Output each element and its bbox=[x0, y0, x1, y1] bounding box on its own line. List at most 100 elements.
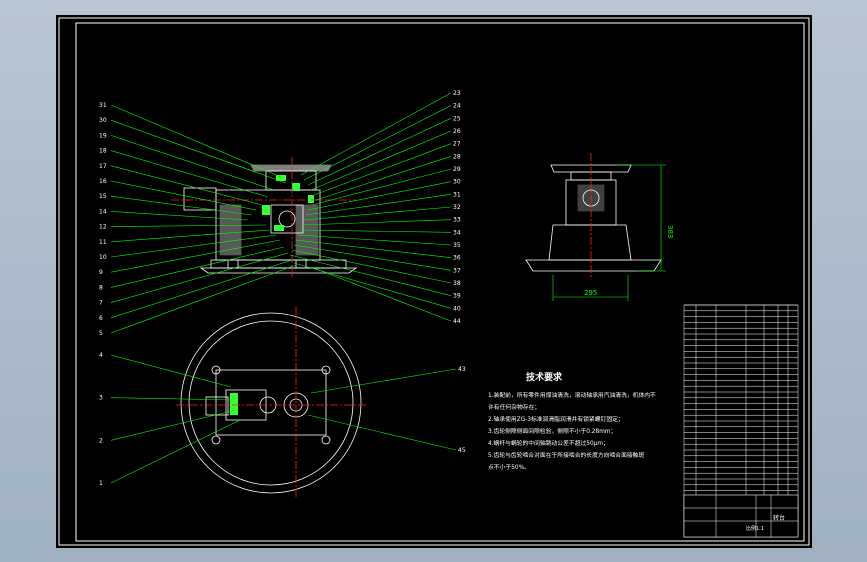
leader-line bbox=[110, 234, 277, 258]
leader-line bbox=[110, 397, 235, 401]
part-number-label: 40 bbox=[453, 305, 461, 312]
tech-req-item: 许有任何杂物存在； bbox=[488, 403, 540, 411]
leader-line bbox=[110, 259, 293, 319]
title-block-name: 转台 bbox=[773, 514, 785, 522]
front-centerlines bbox=[171, 157, 356, 277]
height-dimension-label: 383 bbox=[666, 225, 674, 238]
leader-line bbox=[307, 181, 452, 211]
leader-line bbox=[110, 150, 269, 198]
front-view-highlights bbox=[262, 175, 314, 231]
part-number-label: 3 bbox=[99, 395, 103, 402]
part-number-label: 2 bbox=[99, 437, 103, 444]
part-number-label: 31 bbox=[453, 191, 461, 198]
tech-req-title: 技术要求 bbox=[526, 371, 563, 383]
front-section-view bbox=[183, 164, 358, 274]
leader-line bbox=[301, 219, 452, 226]
part-number-label: 9 bbox=[99, 269, 103, 276]
leader-line bbox=[110, 224, 267, 227]
leader-line bbox=[310, 266, 452, 322]
part-number-label: 34 bbox=[453, 229, 461, 236]
leader-line bbox=[110, 419, 241, 484]
leader-line bbox=[293, 244, 452, 271]
title-block bbox=[683, 494, 799, 538]
part-number-label: 38 bbox=[453, 280, 461, 287]
part-number-label: 1 bbox=[99, 480, 103, 487]
leader-lines-top-right: 43 45 bbox=[307, 366, 466, 454]
leader-line bbox=[110, 229, 271, 243]
side-dimensions bbox=[552, 164, 666, 301]
leader-line bbox=[110, 165, 263, 206]
title-block-scale: 比例1:1 bbox=[746, 525, 764, 532]
leader-line bbox=[300, 92, 452, 176]
inner-frame bbox=[75, 22, 805, 542]
part-number-label: 31 bbox=[99, 102, 107, 109]
part-number-label: 45 bbox=[458, 447, 466, 454]
outer-frame bbox=[58, 17, 810, 546]
leader-line bbox=[110, 135, 275, 191]
part-number-label: 25 bbox=[453, 115, 461, 122]
tech-req-item: 点不小于50%。 bbox=[488, 463, 530, 471]
part-number-label: 30 bbox=[453, 179, 461, 186]
top-view bbox=[180, 312, 362, 494]
leader-line bbox=[110, 264, 297, 334]
part-number-label: 4 bbox=[99, 352, 103, 359]
part-number-label: 15 bbox=[99, 193, 107, 200]
part-number-label: 39 bbox=[453, 293, 461, 300]
leader-line bbox=[303, 206, 452, 221]
part-number-label: 36 bbox=[453, 255, 461, 262]
leader-line bbox=[291, 249, 452, 284]
tech-req-item: 5.齿轮与齿轮啮合对面在于所接啮合的长度方向啮合面接触斑 bbox=[488, 451, 644, 459]
leader-line bbox=[110, 246, 285, 288]
tech-req-item: 2.轴承使用ZG-3标准润滑脂润滑并有锁紧螺钉固定； bbox=[488, 415, 624, 423]
leader-line bbox=[315, 156, 452, 201]
part-number-label: 5 bbox=[99, 330, 103, 337]
leader-line bbox=[110, 409, 237, 441]
part-number-label: 16 bbox=[99, 178, 107, 185]
leader-line bbox=[110, 104, 282, 178]
part-number-label: 29 bbox=[453, 166, 461, 173]
part-number-label: 18 bbox=[99, 148, 107, 155]
leader-line bbox=[110, 252, 289, 303]
part-number-label: 43 bbox=[458, 366, 466, 373]
leader-line bbox=[110, 239, 281, 273]
part-number-label: 6 bbox=[99, 315, 103, 322]
leader-lines-top-left: 4 3 2 1 bbox=[99, 352, 241, 487]
part-number-label: 7 bbox=[99, 300, 103, 307]
part-number-label: 33 bbox=[453, 217, 461, 224]
part-number-label: 35 bbox=[453, 242, 461, 249]
part-number-label: 10 bbox=[99, 254, 107, 261]
width-dimension-label: 295 bbox=[584, 289, 597, 297]
leader-line bbox=[307, 118, 452, 186]
tech-req-item: 4.蜗杆与蜗轮的中间轴跳动公差不超过50μm； bbox=[488, 439, 609, 447]
leader-line bbox=[110, 211, 249, 221]
part-number-label: 11 bbox=[99, 239, 107, 246]
leader-line bbox=[299, 229, 452, 233]
leader-line bbox=[305, 194, 452, 216]
part-number-label: 17 bbox=[99, 163, 107, 170]
leader-line bbox=[307, 414, 457, 451]
leader-line bbox=[311, 168, 452, 206]
part-number-label: 37 bbox=[453, 267, 461, 274]
leader-line bbox=[110, 180, 257, 211]
tech-req-item: 1.装配前，所有零件用煤油清洗，滚动轴承用汽油清洗，机体内不 bbox=[488, 391, 656, 399]
part-number-label: 24 bbox=[453, 103, 461, 110]
top-centerlines bbox=[176, 307, 366, 499]
parts-list-table bbox=[683, 304, 799, 538]
side-view bbox=[525, 164, 662, 272]
leader-line bbox=[303, 105, 452, 181]
leader-line bbox=[310, 368, 457, 394]
part-number-label: 27 bbox=[453, 141, 461, 148]
leader-line bbox=[110, 354, 232, 388]
part-number-label: 12 bbox=[99, 224, 107, 231]
leader-line bbox=[313, 143, 452, 196]
leader-line bbox=[110, 119, 287, 184]
part-number-label: 30 bbox=[99, 117, 107, 124]
part-number-label: 14 bbox=[99, 208, 107, 215]
leader-line bbox=[297, 234, 452, 246]
